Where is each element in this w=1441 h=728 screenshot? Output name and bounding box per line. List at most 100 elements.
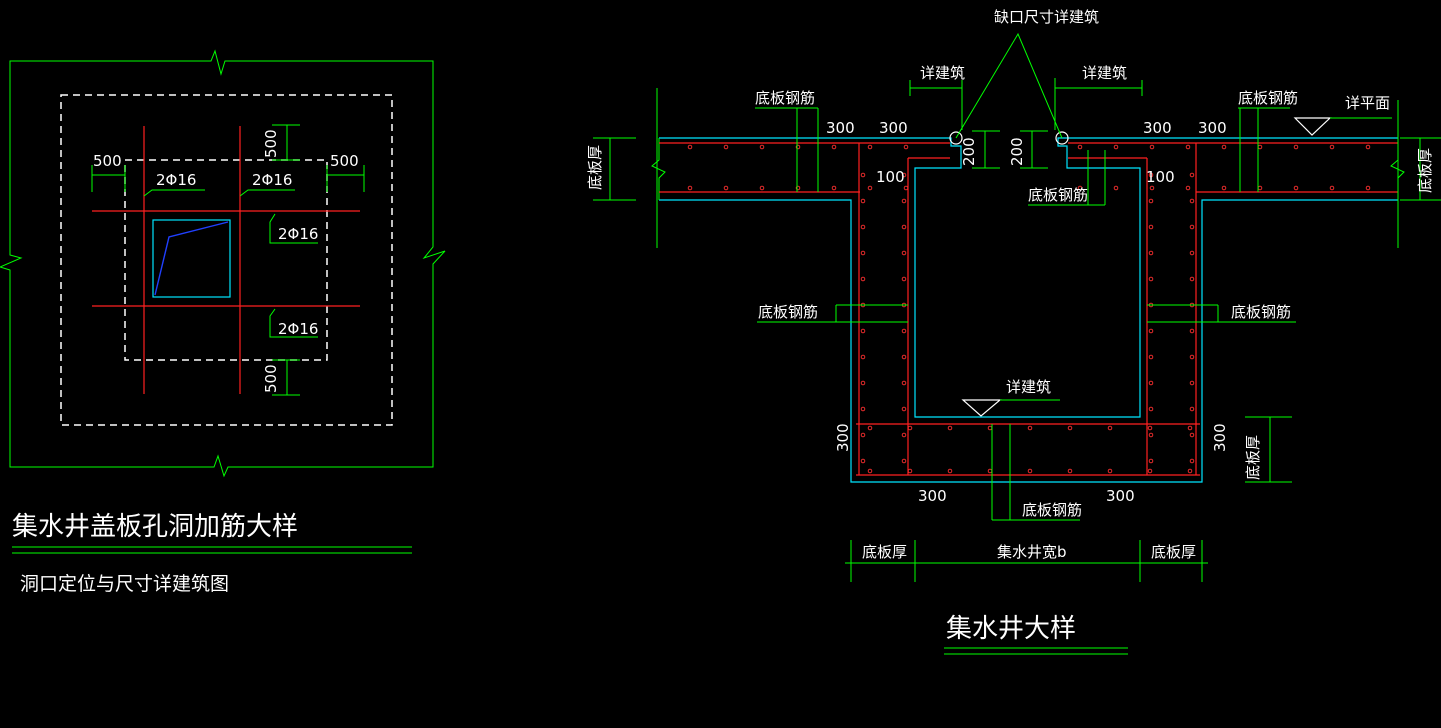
rebar-dot bbox=[901, 224, 907, 230]
rebar-dot bbox=[1189, 276, 1195, 282]
rebar-leader-4: 2Φ16 bbox=[269, 308, 318, 338]
left-break-mark bbox=[651, 138, 666, 200]
rebar-dot bbox=[831, 144, 837, 150]
rebar-dot bbox=[901, 432, 907, 438]
see-plan-text: 详平面 bbox=[1345, 94, 1390, 112]
rebar-dot bbox=[901, 328, 907, 334]
rebar-dot bbox=[1107, 425, 1113, 431]
rebar-dot bbox=[860, 224, 866, 230]
dim-200-right: 200 bbox=[1008, 130, 1048, 169]
rebar-dot bbox=[1077, 185, 1083, 191]
outer-boundary bbox=[0, 49, 446, 478]
rebar-dot bbox=[759, 144, 765, 150]
rebar-dot bbox=[1189, 380, 1195, 386]
rebar-dot bbox=[831, 185, 837, 191]
dim-bot300-right: 300 bbox=[1106, 487, 1135, 505]
thickness-right-text: 底板厚 bbox=[1416, 148, 1434, 193]
rebar-dot bbox=[867, 185, 873, 191]
rebar-dot bbox=[1189, 406, 1195, 412]
rebar-leader-2: 2Φ16 bbox=[239, 171, 295, 197]
rebar-dot bbox=[1148, 328, 1154, 334]
dim-side300-right: 300 bbox=[1211, 423, 1229, 452]
rebar-dot bbox=[1293, 185, 1299, 191]
rebar-dot bbox=[1185, 144, 1191, 150]
rebar-dot bbox=[1257, 144, 1263, 150]
rebar-dot bbox=[901, 380, 907, 386]
rebar-dot bbox=[860, 354, 866, 360]
dim-top-500-text: 500 bbox=[262, 129, 280, 158]
rebar-mid-right-text: 底板钢筋 bbox=[1231, 303, 1291, 321]
rebar-dot bbox=[1329, 185, 1335, 191]
rebar-dot bbox=[901, 406, 907, 412]
rebar-dot bbox=[1148, 172, 1154, 178]
rebar-mid-left-text: 底板钢筋 bbox=[758, 303, 818, 321]
elevation-see-plan: 详平面 bbox=[1293, 94, 1392, 136]
rebar-dot bbox=[903, 144, 909, 150]
bottom-dim-thickness-right: 底板厚 bbox=[1151, 543, 1196, 561]
rebar-label-3: 2Φ16 bbox=[278, 225, 318, 243]
rebar-dot bbox=[1189, 224, 1195, 230]
rebar-dot bbox=[1148, 354, 1154, 360]
rebar-top-mid-text: 底板钢筋 bbox=[1028, 186, 1088, 204]
rebar-callout-mid-left: 底板钢筋 bbox=[757, 303, 908, 323]
bottom-dim-thickness-left: 底板厚 bbox=[862, 543, 907, 561]
rebar-dot bbox=[1113, 144, 1119, 150]
bottom-width-dimension: 底板厚 集水井宽b 底板厚 bbox=[845, 540, 1208, 582]
rebar-dot bbox=[1189, 250, 1195, 256]
rebar-dot bbox=[1067, 425, 1073, 431]
rebar-callout-top-right: 底板钢筋 bbox=[1238, 89, 1298, 192]
rebar-dot bbox=[1027, 468, 1033, 474]
rebar-dot bbox=[1329, 144, 1335, 150]
rebar-dot bbox=[947, 468, 953, 474]
bottom-dim-width: 集水井宽b bbox=[997, 543, 1067, 561]
dim-left-500: 500 bbox=[91, 152, 126, 192]
elevation-see-arch-bottom: 详建筑 bbox=[961, 378, 1060, 417]
rebar-dot bbox=[1189, 354, 1195, 360]
rebar-dot bbox=[860, 328, 866, 334]
thickness-right: 底板厚 bbox=[1397, 100, 1441, 248]
opening-edge-right bbox=[1055, 131, 1069, 145]
rebar-dot bbox=[1148, 224, 1154, 230]
rebar-top-left-text: 底板钢筋 bbox=[755, 89, 815, 107]
dim-left-500-text: 500 bbox=[93, 152, 122, 170]
rebar-dot bbox=[860, 276, 866, 282]
svg-text:200: 200 bbox=[1008, 137, 1026, 166]
left-cover-plate-detail: 500 500 500 500 2Φ16 2 bbox=[0, 49, 446, 595]
rebar-dot bbox=[1148, 406, 1154, 412]
dim-top-500: 500 bbox=[262, 124, 300, 161]
dim-200-left: 200 bbox=[960, 130, 1000, 169]
svg-text:200: 200 bbox=[960, 137, 978, 166]
left-detail-title: 集水井盖板孔洞加筋大样 bbox=[12, 512, 298, 542]
dim-t300-2: 300 bbox=[879, 119, 908, 137]
rebar-dot bbox=[1107, 468, 1113, 474]
dim-bot300-left: 300 bbox=[918, 487, 947, 505]
rebar-dot bbox=[687, 185, 693, 191]
rebar-dot bbox=[1187, 425, 1193, 431]
rebar-dot bbox=[1189, 328, 1195, 334]
rebar-dot bbox=[987, 468, 993, 474]
rebar-dot bbox=[1189, 432, 1195, 438]
rebar-dot bbox=[901, 172, 907, 178]
rebar-dot bbox=[1189, 458, 1195, 464]
thickness-left: 底板厚 bbox=[586, 88, 658, 248]
rebar-leader-3: 2Φ16 bbox=[269, 213, 318, 244]
rebar-top-right-text: 底板钢筋 bbox=[1238, 89, 1298, 107]
rebar-dot bbox=[860, 198, 866, 204]
rebar-dot bbox=[1148, 276, 1154, 282]
dim-t300-4: 300 bbox=[1198, 119, 1227, 137]
rebar-dot bbox=[907, 468, 913, 474]
rebar-dot bbox=[860, 172, 866, 178]
rebar-dot bbox=[1365, 185, 1371, 191]
rebar-dot bbox=[901, 250, 907, 256]
rebar-dot bbox=[795, 144, 801, 150]
rebar-dot bbox=[1147, 468, 1153, 474]
rebar-dot bbox=[901, 276, 907, 282]
rebar-dot bbox=[1187, 468, 1193, 474]
rebar-dot bbox=[1189, 198, 1195, 204]
rebar-dot bbox=[1221, 185, 1227, 191]
dim-100-right: 100 bbox=[1146, 168, 1175, 186]
rebar-dot bbox=[901, 198, 907, 204]
rebar-dot bbox=[1365, 144, 1371, 150]
rebar-dots bbox=[687, 144, 1371, 474]
